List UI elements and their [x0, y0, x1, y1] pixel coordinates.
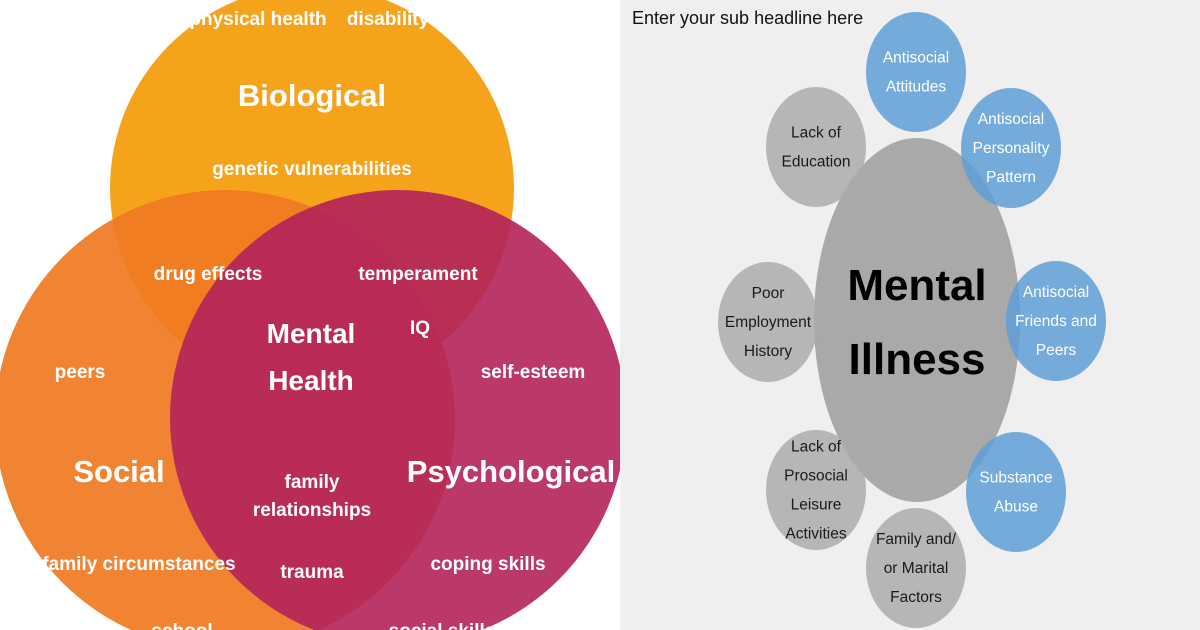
outer-node-label: Education — [782, 154, 851, 171]
overlap-temperament: temperament — [358, 264, 478, 285]
outer-node-label: Substance — [979, 470, 1052, 487]
outer-node-label: Poor — [752, 285, 785, 302]
social-item-peers: peers — [55, 362, 106, 383]
outer-node-label: Family and/ — [876, 531, 957, 548]
outer-node-label: Antisocial — [978, 111, 1044, 128]
outer-node-label: or Marital — [884, 560, 949, 577]
psychological-circle — [170, 190, 620, 630]
center-line-2: Illness — [849, 335, 986, 384]
psych-item-coping-skills: coping skills — [430, 554, 545, 575]
social-item-school: school — [151, 621, 212, 630]
outer-node-label: Personality — [973, 140, 1050, 157]
outer-node: Lack of Education — [766, 87, 866, 207]
outer-node-shape — [961, 88, 1061, 208]
overlap-relationships: relationships — [253, 500, 371, 521]
outer-node-shape — [766, 87, 866, 207]
venn-center-line-1: Mental — [267, 318, 356, 349]
outer-node-label: Activities — [785, 526, 846, 543]
bio-item-disability: disability — [347, 9, 430, 30]
outer-node-shape — [866, 508, 966, 628]
overlap-trauma: trauma — [280, 562, 344, 583]
venn-diagram-panel: physical health disability Biological ge… — [0, 0, 620, 630]
outer-node-label: Attitudes — [886, 79, 947, 96]
venn-diagram: physical health disability Biological ge… — [0, 0, 620, 630]
bio-item-physical-health: physical health — [189, 9, 326, 30]
outer-node-label: Leisure — [791, 497, 842, 514]
outer-node-label: Antisocial — [1023, 284, 1089, 301]
outer-node-label: Antisocial — [883, 50, 949, 67]
center-node — [814, 138, 1020, 502]
outer-node-shape — [718, 262, 818, 382]
outer-node-label: Friends and — [1015, 313, 1097, 330]
biological-title: Biological — [238, 78, 386, 113]
psych-item-self-esteem: self-esteem — [481, 362, 586, 383]
venn-center-line-2: Health — [268, 365, 354, 396]
outer-node-label: Employment — [725, 314, 812, 331]
outer-node-label: Lack of — [791, 439, 842, 456]
outer-node-label: Factors — [890, 589, 942, 606]
outer-node-shape — [1006, 261, 1106, 381]
sub-headline: Enter your sub headline here — [632, 8, 864, 28]
outer-node-label: Peers — [1036, 342, 1077, 359]
overlap-drug-effects: drug effects — [154, 264, 263, 285]
mental-illness-panel: Enter your sub headline here Mental Illn… — [620, 0, 1200, 630]
outer-nodes: AntisocialAttitudesAntisocialPersonality… — [718, 12, 1106, 628]
overlap-iq: IQ — [410, 318, 430, 339]
outer-node-label: Abuse — [994, 499, 1038, 516]
center-line-1: Mental — [847, 261, 986, 310]
outer-node-label: Prosocial — [784, 468, 848, 485]
outer-node-shape — [766, 430, 866, 550]
outer-node-label: Pattern — [986, 169, 1036, 186]
outer-node-label: History — [744, 343, 792, 360]
outer-node-shape — [866, 12, 966, 132]
social-item-family-circumstances: family circumstances — [42, 554, 235, 575]
overlap-family: family — [285, 472, 340, 493]
mental-illness-diagram: Mental Illness AntisocialAttitudesAntiso… — [718, 12, 1106, 628]
psych-item-social-skills: social skills — [389, 621, 496, 630]
outer-node-label: Lack of — [791, 125, 842, 142]
psychological-title: Psychological — [407, 454, 615, 489]
outer-node-shape — [966, 432, 1066, 552]
social-title: Social — [73, 454, 164, 489]
bio-item-genetic-vulnerabilities: genetic vulnerabilities — [212, 159, 412, 180]
